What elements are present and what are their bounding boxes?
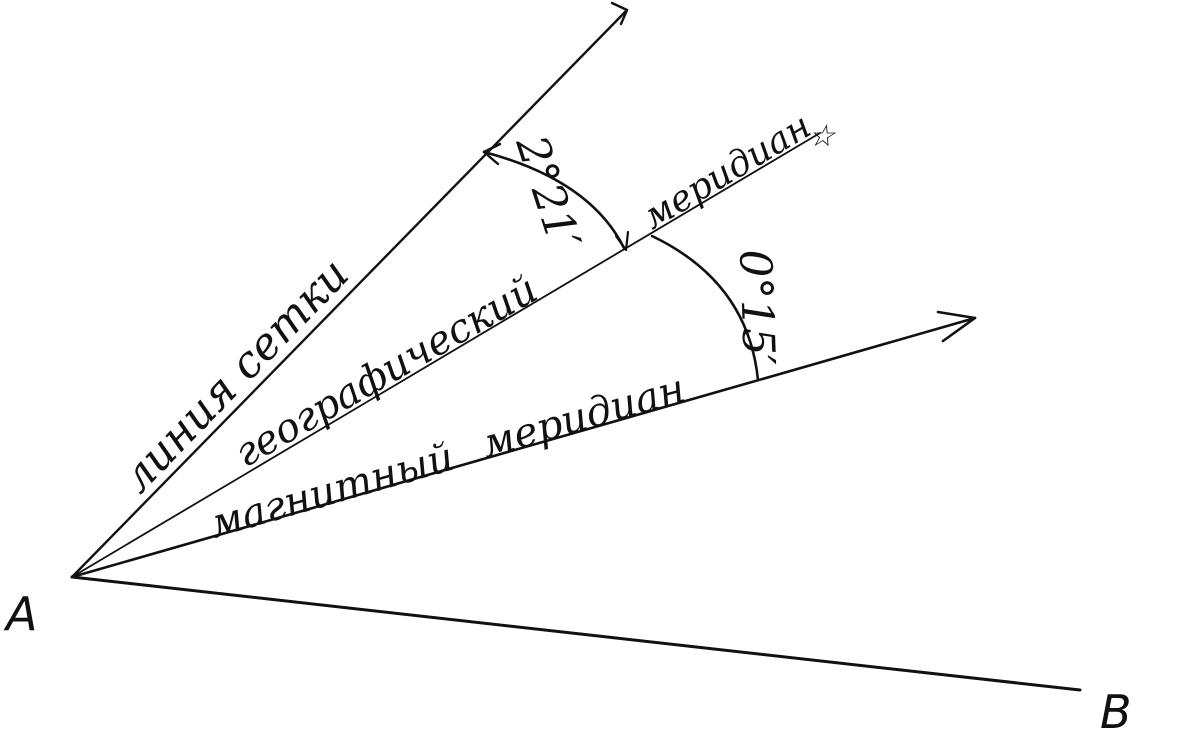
angle-arc-grid-geo-tick: [614, 230, 630, 252]
angle-label-geo-magnetic: 0°15′: [729, 249, 784, 367]
geographic-meridian-label-2: меридиан: [636, 105, 819, 237]
magnetic-meridian-arrowhead: [936, 310, 977, 343]
grid-line-label: линия сетки: [111, 249, 359, 503]
magnetic-meridian-line: [70, 316, 977, 579]
point-b-label: B: [1100, 685, 1132, 738]
grid-line-arrowhead: [610, 1, 629, 26]
grid-line: [70, 8, 629, 579]
line-ab: [70, 575, 1082, 692]
angle-arc-grid-geo-arrowhead: [482, 142, 502, 166]
point-a-label: A: [3, 587, 37, 641]
magnetic-meridian-label-2: меридиан: [476, 366, 690, 468]
star-marker: ☆: [808, 119, 837, 154]
angle-arc-geo-magnetic: [650, 234, 760, 382]
angle-arc-grid-geo: [482, 150, 626, 250]
geographic-meridian-line: [71, 132, 821, 578]
